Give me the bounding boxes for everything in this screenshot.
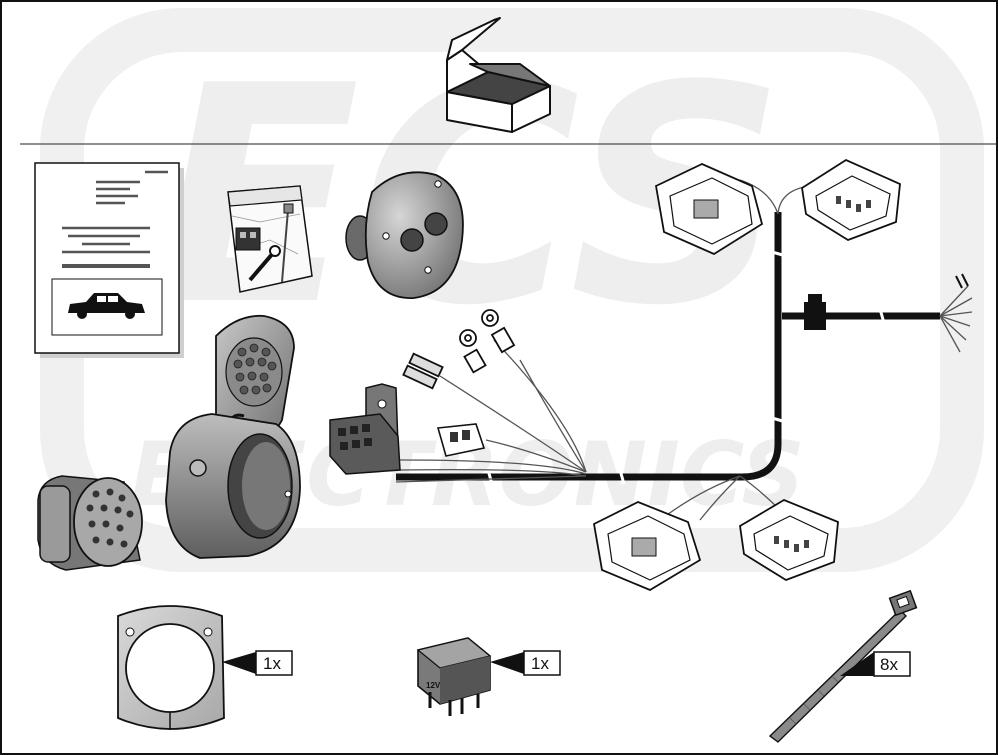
cable-tie-qty-box [873, 651, 911, 677]
rubber-seal-icon [345, 171, 464, 299]
relay-socket-connector [329, 383, 401, 475]
vehicle-connector-top-right [801, 158, 901, 241]
relay-qty: 1x [531, 654, 549, 673]
cover-plate-qty: 1x [263, 654, 281, 673]
open-box-icon [446, 17, 551, 133]
wiring-harness [395, 179, 973, 521]
ring-terminals [402, 309, 516, 390]
parts-bag-icon [227, 185, 313, 293]
cable-tie-icon [768, 589, 918, 743]
cable-tie-qty: 8x [880, 655, 898, 674]
socket-cover-plate-icon [117, 605, 225, 730]
relay-pointer [490, 652, 524, 674]
cable-tie-pointer [840, 652, 874, 676]
cover-plate-pointer [222, 652, 256, 674]
cover-plate-qty-box [255, 650, 293, 676]
vehicle-connector-bottom-left [592, 501, 702, 592]
vehicle-connector-top-left [654, 163, 764, 256]
instruction-manual-icon [34, 162, 184, 358]
relay-icon: 12V [416, 637, 492, 716]
relay-voltage-label: 12V [426, 681, 441, 690]
car-icon [68, 293, 145, 319]
trailer-socket-icon [165, 314, 301, 559]
relay-qty-box [523, 650, 561, 676]
socket-plug-insert-icon [37, 475, 143, 571]
vehicle-connector-bottom-right [739, 498, 839, 581]
small-white-connector [436, 423, 486, 457]
